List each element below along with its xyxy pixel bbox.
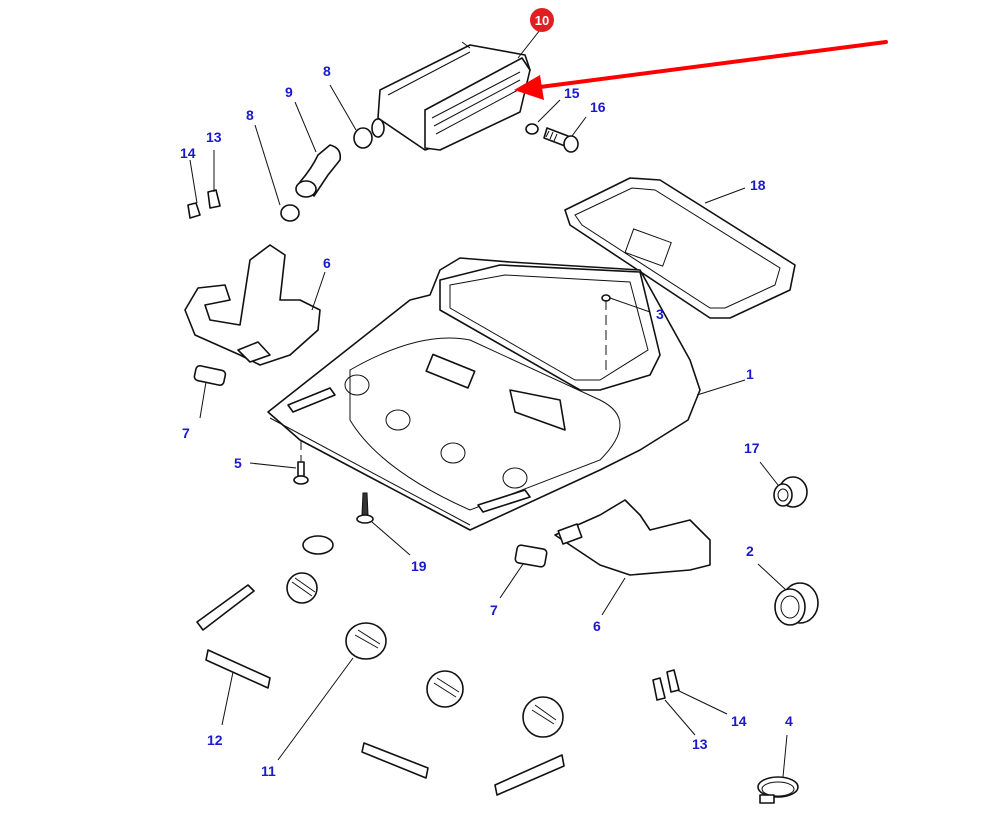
part-7-seal-right[interactable] xyxy=(514,544,548,568)
callout-6-left[interactable]: 6 xyxy=(323,255,331,271)
callout-18[interactable]: 18 xyxy=(750,177,766,193)
highlight-arrow xyxy=(514,40,888,100)
part-4-hose-clamp[interactable] xyxy=(757,776,799,804)
callout-12[interactable]: 12 xyxy=(207,732,223,748)
callout-8-upper[interactable]: 8 xyxy=(323,63,331,79)
part-8-clamp-upper[interactable] xyxy=(353,127,373,149)
callout-11[interactable]: 11 xyxy=(261,763,276,779)
callout-15[interactable]: 15 xyxy=(564,85,580,101)
callout-3[interactable]: 3 xyxy=(656,306,664,322)
part-3-fastener[interactable] xyxy=(601,294,611,370)
part-9-hose[interactable] xyxy=(295,144,342,198)
part-6-duct-right[interactable] xyxy=(554,499,711,576)
part-11-round-vents[interactable] xyxy=(286,535,564,738)
part-17-grommet[interactable] xyxy=(773,476,808,508)
part-8-clamp-lower[interactable] xyxy=(280,204,300,222)
callout-14-lower[interactable]: 14 xyxy=(731,713,747,729)
callout-4[interactable]: 4 xyxy=(785,713,793,729)
part-2-grommet[interactable] xyxy=(774,582,819,626)
callout-2[interactable]: 2 xyxy=(746,543,754,559)
part-14-clip-lower[interactable] xyxy=(666,669,680,693)
part-16-bolt[interactable] xyxy=(543,127,579,153)
part-10-filter-housing[interactable] xyxy=(371,41,531,151)
callout-9[interactable]: 9 xyxy=(285,84,293,100)
part-13-clip-upper[interactable] xyxy=(207,189,221,209)
callout-7-left[interactable]: 7 xyxy=(182,425,190,441)
leader-lines xyxy=(189,29,788,778)
callout-13-upper[interactable]: 13 xyxy=(206,129,222,145)
callout-5[interactable]: 5 xyxy=(234,455,242,471)
part-7-seal-left[interactable] xyxy=(193,364,227,386)
callout-1[interactable]: 1 xyxy=(746,366,754,382)
part-13-clip-lower[interactable] xyxy=(652,677,666,701)
callout-19[interactable]: 19 xyxy=(411,558,427,574)
part-1-headliner-panel[interactable] xyxy=(267,257,701,531)
callout-13-lower[interactable]: 13 xyxy=(692,736,708,752)
part-18-hatch-frame[interactable] xyxy=(564,177,796,319)
part-5-screw[interactable] xyxy=(293,440,309,485)
callout-8-lower[interactable]: 8 xyxy=(246,107,254,123)
part-15-washer[interactable] xyxy=(525,123,539,135)
part-12-vent-grilles[interactable] xyxy=(196,584,565,796)
callout-17[interactable]: 17 xyxy=(744,440,760,456)
part-19-screw[interactable] xyxy=(356,492,374,524)
callout-7-right[interactable]: 7 xyxy=(490,602,498,618)
callout-16[interactable]: 16 xyxy=(590,99,606,115)
callout-10-badge[interactable]: 10 xyxy=(530,8,554,32)
part-14-clip-upper[interactable] xyxy=(187,202,201,219)
callout-6-right[interactable]: 6 xyxy=(593,618,601,634)
part-6-duct-left[interactable] xyxy=(184,244,321,366)
callout-14-upper[interactable]: 14 xyxy=(180,145,196,161)
